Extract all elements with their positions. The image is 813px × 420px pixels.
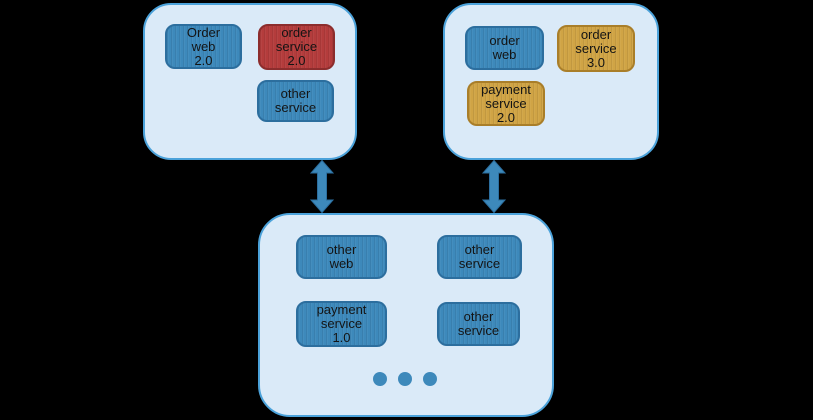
- node-other-service-1: other service: [437, 235, 522, 279]
- double-arrow-icon: [482, 160, 506, 213]
- cluster-bottom: other web other service payment service …: [258, 213, 554, 417]
- ellipsis-dot: [373, 372, 387, 386]
- node-order-web: order web: [465, 26, 544, 70]
- double-arrow-icon: [310, 160, 334, 213]
- cluster-top-left: Order web 2.0 order service 2.0 other se…: [143, 3, 357, 160]
- node-label: order service 2.0: [275, 25, 318, 68]
- node-label: other service: [457, 309, 500, 338]
- node-label: payment service 1.0: [316, 302, 367, 345]
- ellipsis-dot: [398, 372, 412, 386]
- node-payment-service-2-0: payment service 2.0: [467, 81, 545, 126]
- node-other-service: other service: [257, 80, 334, 122]
- node-label: order service 3.0: [575, 26, 617, 70]
- node-order-service-2-0: order service 2.0: [258, 24, 335, 70]
- node-order-web-2-0: Order web 2.0: [165, 24, 242, 69]
- ellipsis-dot: [423, 372, 437, 386]
- node-label: payment service 2.0: [481, 81, 531, 125]
- ellipsis: [373, 372, 437, 386]
- node-label: other web: [326, 242, 357, 271]
- node-label: order web: [489, 33, 520, 62]
- node-other-service-2: other service: [437, 302, 520, 346]
- node-other-web: other web: [296, 235, 387, 279]
- node-label: other service: [458, 242, 501, 271]
- node-order-service-3-0: order service 3.0: [557, 25, 635, 72]
- node-label: Order web 2.0: [186, 24, 221, 68]
- node-payment-service-1-0: payment service 1.0: [296, 301, 387, 347]
- node-label: other service: [274, 86, 317, 115]
- cluster-top-right: order web order service 3.0 payment serv…: [443, 3, 659, 160]
